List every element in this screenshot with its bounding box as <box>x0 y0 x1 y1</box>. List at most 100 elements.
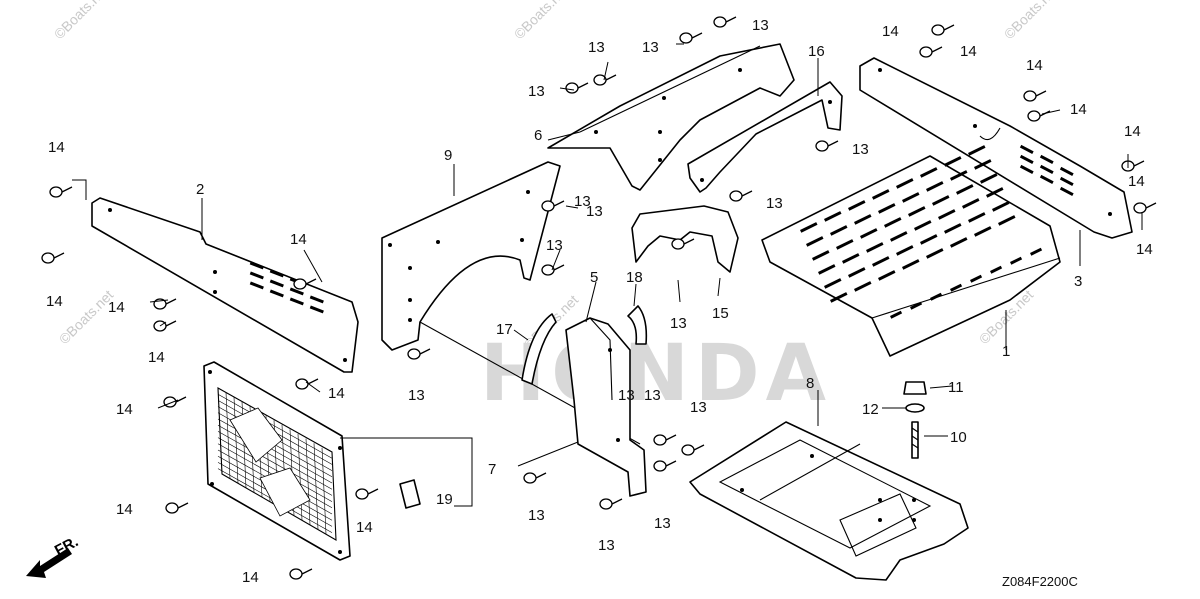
callout-label[interactable]: 17 <box>496 321 513 338</box>
bolt[interactable] <box>355 488 379 500</box>
part-16-upper-bracket[interactable] <box>687 81 843 193</box>
part-17-seal[interactable] <box>521 313 557 385</box>
part-7-front-grille[interactable] <box>203 361 351 561</box>
part-2-side-panel[interactable] <box>91 197 359 373</box>
bolt[interactable] <box>815 140 839 152</box>
bolt[interactable] <box>919 46 943 58</box>
watermark: ©Boats.net <box>51 0 112 42</box>
callout-label[interactable]: 13 <box>752 17 769 34</box>
bolt[interactable] <box>681 444 705 456</box>
part-15-bracket[interactable] <box>631 205 739 273</box>
callout-label[interactable]: 14 <box>328 385 345 402</box>
part-3-right-panel[interactable] <box>859 57 1133 239</box>
vent-slot <box>854 214 872 225</box>
part-19-pad[interactable] <box>399 479 421 509</box>
bolt[interactable] <box>1121 160 1145 172</box>
bolt[interactable] <box>679 32 703 44</box>
callout-label[interactable]: 13 <box>546 237 563 254</box>
callout-label[interactable]: 7 <box>488 461 496 478</box>
vent-slot <box>991 201 1010 212</box>
callout-label[interactable]: 14 <box>356 519 373 536</box>
callout-label[interactable]: 6 <box>534 127 542 144</box>
callout-label[interactable]: 13 <box>766 195 783 212</box>
callout-label[interactable]: 13 <box>654 515 671 532</box>
callout-label[interactable]: 8 <box>806 375 814 392</box>
bolt[interactable] <box>523 472 547 484</box>
part-8-base-frame[interactable] <box>689 421 969 581</box>
callout-label[interactable]: 13 <box>574 193 591 210</box>
callout-label[interactable]: 14 <box>116 401 133 418</box>
vent-slot <box>998 215 1016 226</box>
callout-label[interactable]: 13 <box>642 39 659 56</box>
callout-label[interactable]: 1 <box>1002 343 1010 360</box>
bolt[interactable] <box>163 396 187 408</box>
callout-label[interactable]: 18 <box>626 269 643 286</box>
callout-label[interactable]: 14 <box>108 299 125 316</box>
callout-label[interactable]: 10 <box>950 429 967 446</box>
bolt[interactable] <box>541 264 565 276</box>
callout-label[interactable]: 14 <box>1128 173 1145 190</box>
vent-slot <box>836 239 854 250</box>
callout-label[interactable]: 14 <box>148 349 165 366</box>
callout-label[interactable]: 13 <box>528 507 545 524</box>
callout-label[interactable]: 2 <box>196 181 204 198</box>
callout-label[interactable]: 14 <box>242 569 259 586</box>
callout-label[interactable]: 14 <box>960 43 977 60</box>
callout-label[interactable]: 12 <box>862 401 879 418</box>
callout-label[interactable]: 19 <box>436 491 453 508</box>
bolt[interactable] <box>407 348 431 360</box>
callout-label[interactable]: 14 <box>882 23 899 40</box>
callout-label[interactable]: 16 <box>808 43 825 60</box>
bolt[interactable] <box>713 16 737 28</box>
part-5-vertical-bracket[interactable] <box>565 317 647 497</box>
callout-label[interactable]: 13 <box>670 315 687 332</box>
bolt[interactable] <box>541 200 565 212</box>
callout-label[interactable]: 14 <box>1026 57 1043 74</box>
bolt[interactable] <box>653 460 677 472</box>
callout-label[interactable]: 13 <box>408 387 425 404</box>
callout-label[interactable]: 14 <box>290 231 307 248</box>
part-11-nut[interactable] <box>903 381 927 395</box>
bolt[interactable] <box>1133 202 1157 214</box>
part-18-seal[interactable] <box>627 305 648 345</box>
bolt[interactable] <box>293 278 317 290</box>
callout-label[interactable]: 13 <box>618 387 635 404</box>
bolt[interactable] <box>593 74 617 86</box>
callout-label[interactable]: 14 <box>1136 241 1153 258</box>
bolt[interactable] <box>49 186 73 198</box>
bolt[interactable] <box>1023 90 1047 102</box>
bolt[interactable] <box>729 190 753 202</box>
callout-label[interactable]: 15 <box>712 305 729 322</box>
callout-label[interactable]: 14 <box>46 293 63 310</box>
bolt[interactable] <box>41 252 65 264</box>
callout-label[interactable]: 3 <box>1074 273 1082 290</box>
callout-label[interactable]: 11 <box>948 379 964 396</box>
callout-label[interactable]: 13 <box>644 387 661 404</box>
callout-label[interactable]: 13 <box>598 537 615 554</box>
bolt[interactable] <box>599 498 623 510</box>
callout-label[interactable]: 13 <box>852 141 869 158</box>
bolt[interactable] <box>565 82 589 94</box>
callout-label[interactable]: 14 <box>116 501 133 518</box>
bolt[interactable] <box>289 568 313 580</box>
callout-label[interactable]: 13 <box>690 399 707 416</box>
callout-label[interactable]: 13 <box>588 39 605 56</box>
callout-label[interactable]: 14 <box>1070 101 1087 118</box>
bolt[interactable] <box>931 24 955 36</box>
bolt[interactable] <box>295 378 319 390</box>
callout-label[interactable]: 14 <box>1124 123 1141 140</box>
callout-label[interactable]: 5 <box>590 269 598 286</box>
bolt[interactable] <box>671 238 695 250</box>
vent-slot <box>866 242 884 253</box>
bolt[interactable] <box>653 434 677 446</box>
callout-label[interactable]: 9 <box>444 147 452 164</box>
callout-label[interactable]: 13 <box>528 83 545 100</box>
bolt[interactable] <box>165 502 189 514</box>
part-12-washer[interactable] <box>905 403 925 413</box>
callout-label[interactable]: 14 <box>48 139 65 156</box>
part-6-upper-shroud[interactable] <box>547 43 795 191</box>
part-1-top-cover[interactable] <box>761 145 1061 357</box>
vent-slot <box>925 248 944 259</box>
callout-label[interactable]: 13 <box>586 203 603 220</box>
part-10-stud[interactable] <box>911 421 919 459</box>
